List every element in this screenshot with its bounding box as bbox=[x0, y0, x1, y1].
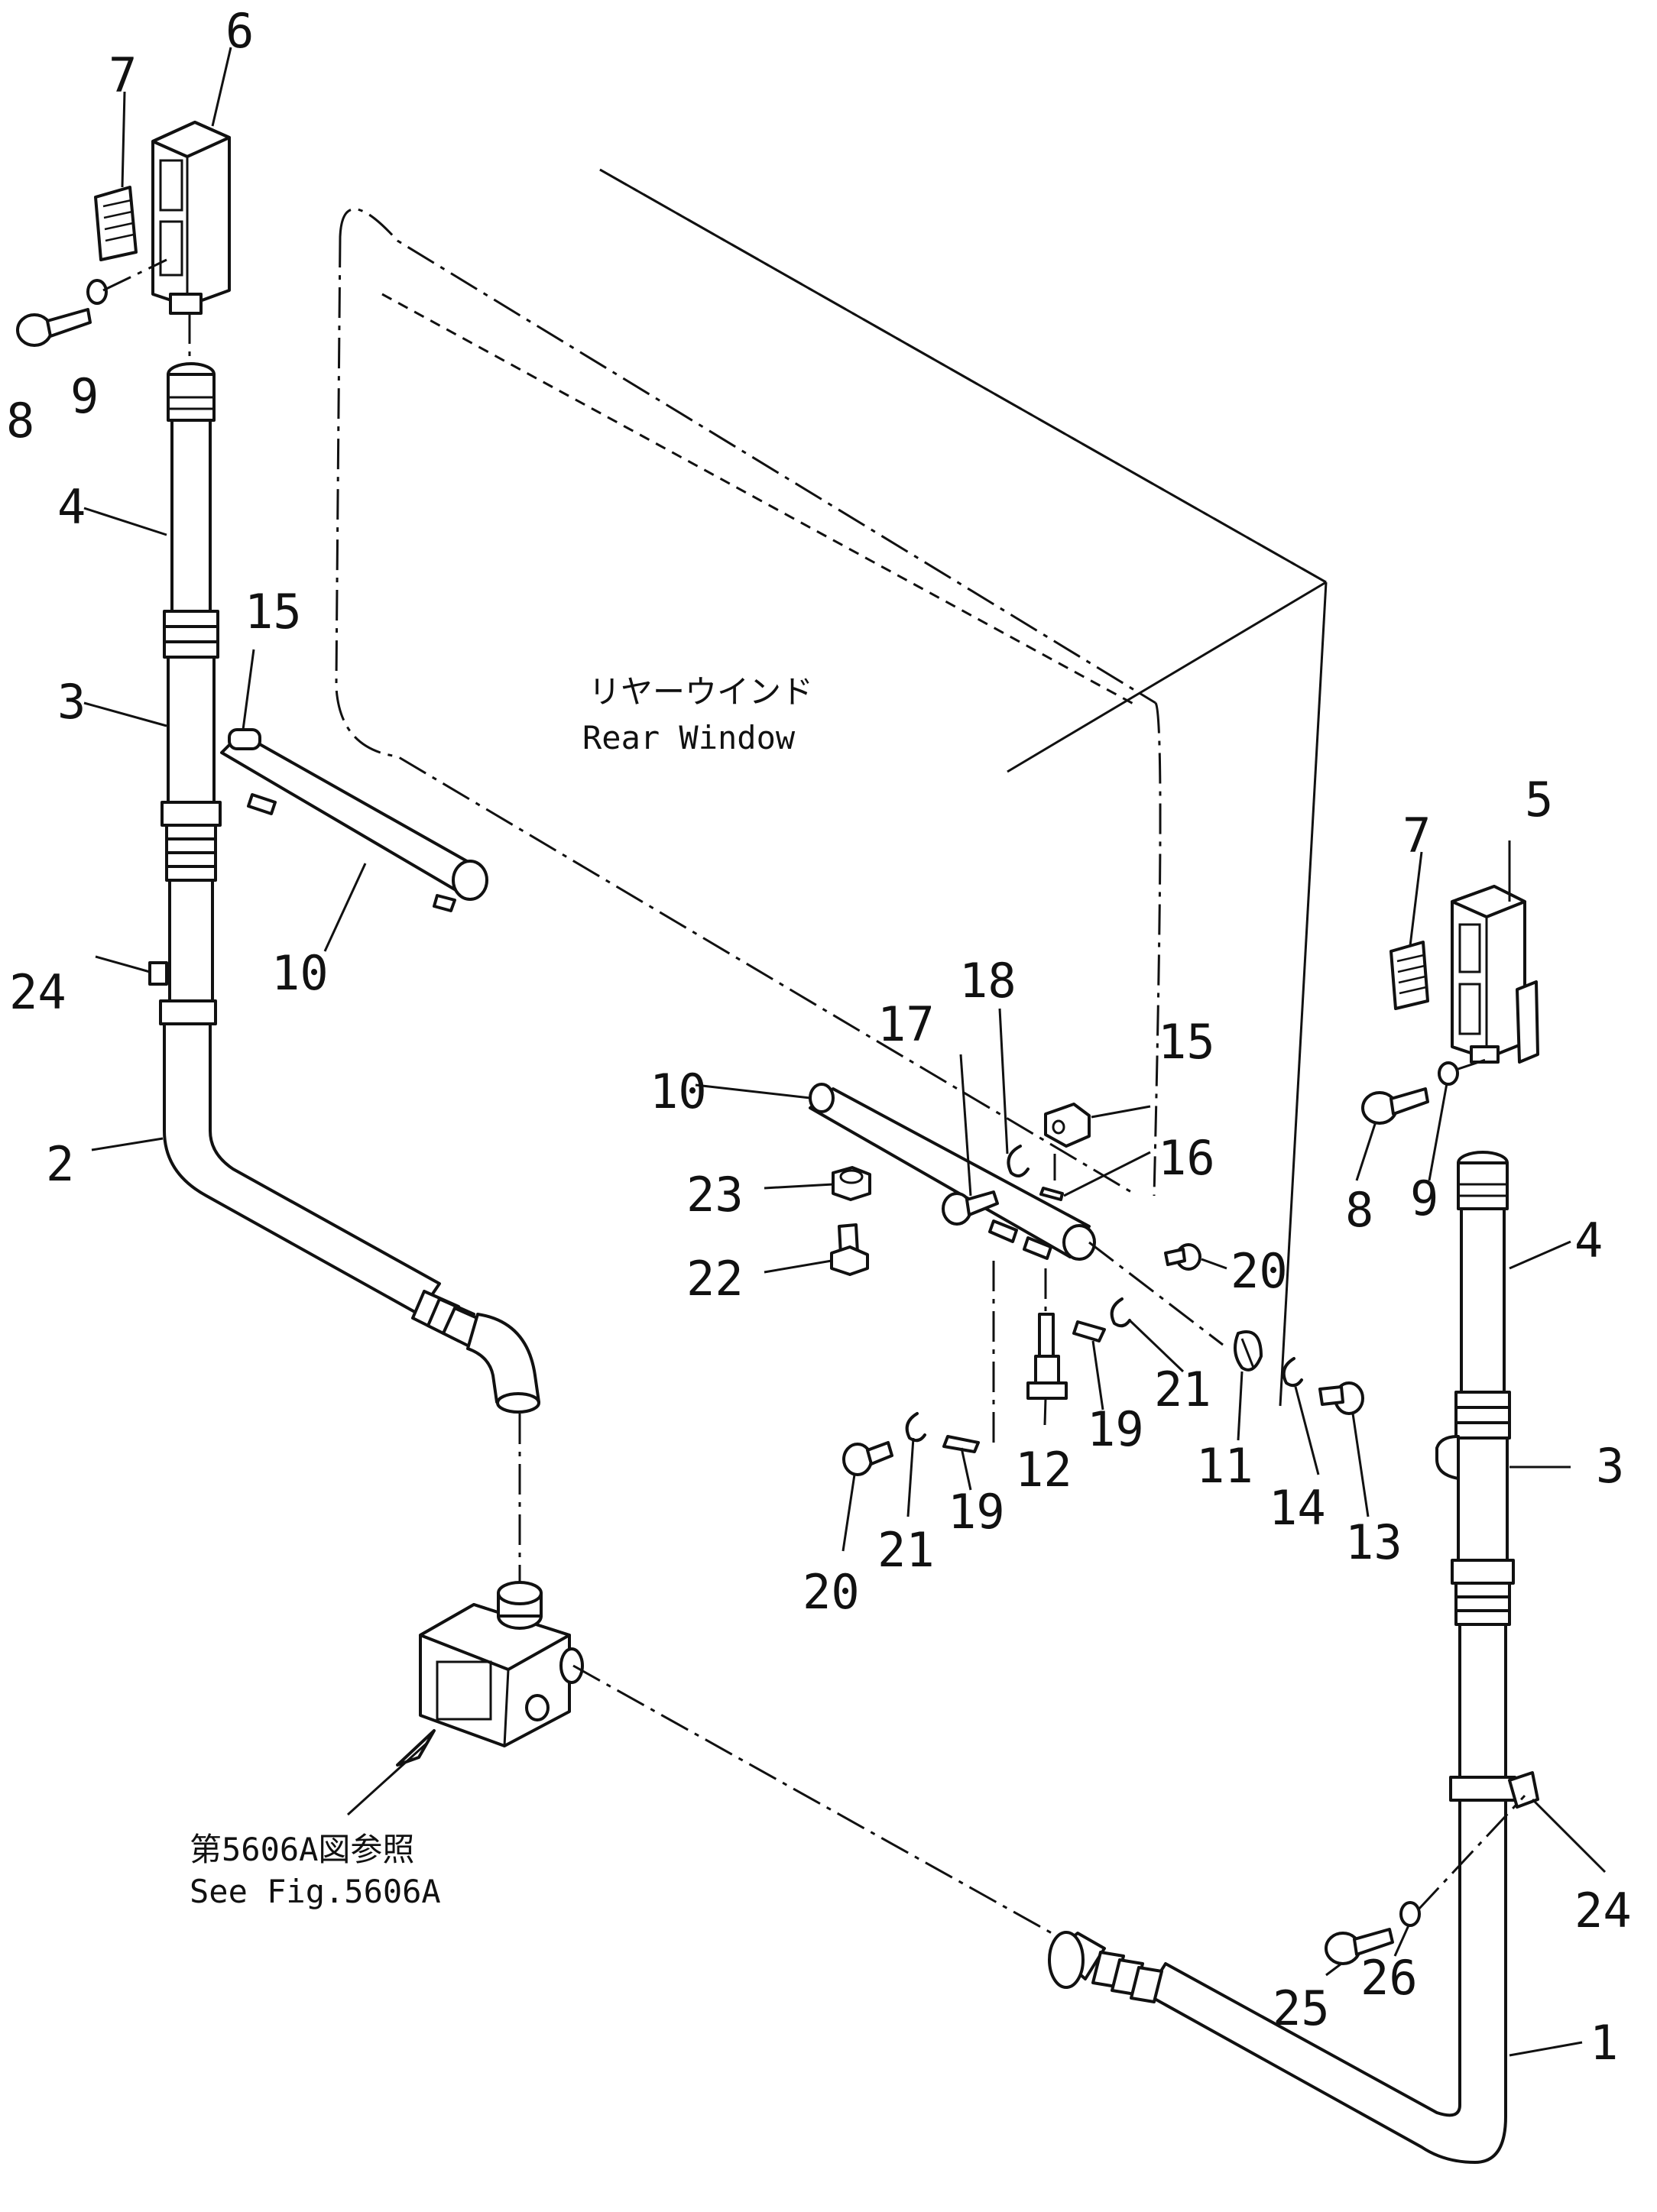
hose-1-fitting bbox=[1048, 1931, 1163, 2003]
pin-16 bbox=[1039, 1187, 1064, 1201]
clip-18 bbox=[1007, 1145, 1030, 1177]
callout-26: 26 bbox=[1360, 1950, 1418, 2006]
see-fig-label-en: See Fig.5606A bbox=[190, 1873, 441, 1910]
grille-7-right bbox=[1389, 941, 1429, 1010]
screw-20-left bbox=[842, 1441, 893, 1476]
callout-10-left: 10 bbox=[271, 945, 329, 1001]
callout-25: 25 bbox=[1273, 1980, 1330, 2036]
left-nozzle-assembly bbox=[16, 121, 540, 1589]
hose-2 bbox=[148, 879, 441, 1316]
callout-12: 12 bbox=[1015, 1442, 1072, 1498]
callout-15-left: 15 bbox=[245, 584, 302, 640]
clip-21-left bbox=[905, 1412, 926, 1443]
rear-window-label-jp: リヤーウインド bbox=[589, 673, 813, 711]
callout-9-right: 9 bbox=[1410, 1171, 1438, 1226]
callout-16: 16 bbox=[1158, 1130, 1215, 1186]
callout-numbers: 7 6 8 9 4 15 3 10 24 2 17 18 15 10 16 23… bbox=[6, 3, 1632, 2071]
callout-14: 14 bbox=[1269, 1480, 1326, 1536]
callout-10-center: 10 bbox=[650, 1064, 707, 1119]
leader-lines bbox=[83, 47, 1607, 2057]
callout-17: 17 bbox=[877, 996, 935, 1052]
callout-8-left: 8 bbox=[6, 393, 34, 449]
callout-22: 22 bbox=[686, 1251, 744, 1307]
callout-7-right: 7 bbox=[1402, 808, 1431, 863]
spacer-19-right bbox=[1072, 1320, 1106, 1342]
callout-3-left: 3 bbox=[57, 674, 86, 730]
hose-4 bbox=[163, 362, 219, 659]
callout-19-right: 19 bbox=[1087, 1401, 1144, 1457]
bolt-8-right bbox=[1361, 1087, 1429, 1125]
shaft-12 bbox=[1026, 1313, 1068, 1400]
callout-21-left: 21 bbox=[877, 1522, 935, 1578]
nozzle-6 bbox=[151, 121, 231, 315]
callout-3-right: 3 bbox=[1596, 1438, 1624, 1494]
callout-9-left: 9 bbox=[70, 368, 99, 424]
reference-arrow bbox=[396, 1729, 436, 1767]
nozzle-tube-10-left bbox=[220, 728, 488, 912]
screw-13 bbox=[1318, 1381, 1364, 1415]
clip-21-right bbox=[1110, 1297, 1131, 1328]
bolt-22 bbox=[830, 1223, 869, 1276]
callout-13: 13 bbox=[1345, 1514, 1402, 1570]
tube-3 bbox=[161, 656, 222, 882]
callout-18: 18 bbox=[959, 953, 1017, 1009]
callout-2: 2 bbox=[46, 1136, 74, 1192]
tube-3-right bbox=[1435, 1435, 1515, 1626]
washer-9-right bbox=[1438, 1061, 1459, 1086]
valve-block: 第5606A図参照 See Fig.5606A bbox=[190, 1581, 1059, 1938]
clamp-24-right bbox=[1508, 1771, 1539, 1809]
callout-4-right: 4 bbox=[1574, 1213, 1603, 1268]
hose-4-right bbox=[1454, 1151, 1511, 1440]
callout-6: 6 bbox=[225, 3, 254, 59]
bolt-8 bbox=[16, 308, 92, 347]
spacer-19-left bbox=[942, 1435, 980, 1453]
nut-23 bbox=[832, 1166, 871, 1201]
bracket-15 bbox=[1044, 1103, 1091, 1148]
bolt-25 bbox=[1325, 1928, 1394, 1965]
callout-8-right: 8 bbox=[1345, 1182, 1373, 1238]
callout-21-right: 21 bbox=[1154, 1362, 1211, 1417]
knob-11 bbox=[1234, 1330, 1263, 1372]
callout-4-left: 4 bbox=[57, 479, 86, 535]
callout-20-right: 20 bbox=[1231, 1243, 1288, 1299]
callout-20-left: 20 bbox=[803, 1564, 860, 1620]
see-fig-label-jp: 第5606A図参照 bbox=[190, 1831, 414, 1868]
callout-24-right: 24 bbox=[1574, 1883, 1632, 1938]
washer-9 bbox=[86, 279, 108, 305]
callout-23: 23 bbox=[686, 1167, 744, 1223]
screw-17 bbox=[942, 1190, 999, 1226]
grille-7 bbox=[94, 186, 138, 261]
rear-window-outline: リヤーウインド Rear Window bbox=[335, 168, 1328, 1407]
callout-11: 11 bbox=[1196, 1438, 1253, 1494]
center-nozzle-assembly bbox=[809, 1083, 1364, 1476]
rear-window-label-en: Rear Window bbox=[582, 719, 796, 756]
washer-26 bbox=[1399, 1901, 1421, 1927]
callout-24-left: 24 bbox=[9, 964, 66, 1020]
nozzle-5 bbox=[1451, 885, 1539, 1064]
screw-20-right bbox=[1164, 1243, 1201, 1271]
hose-1 bbox=[1145, 1623, 1516, 2164]
right-nozzle-assembly bbox=[1048, 885, 1539, 2164]
hose-2-elbow bbox=[411, 1290, 540, 1414]
callout-15-center: 15 bbox=[1158, 1014, 1215, 1070]
callout-19-left: 19 bbox=[948, 1484, 1005, 1540]
callout-7-left: 7 bbox=[109, 47, 137, 103]
callout-1: 1 bbox=[1590, 2015, 1618, 2071]
clip-14 bbox=[1282, 1357, 1303, 1388]
callout-5: 5 bbox=[1525, 772, 1553, 827]
